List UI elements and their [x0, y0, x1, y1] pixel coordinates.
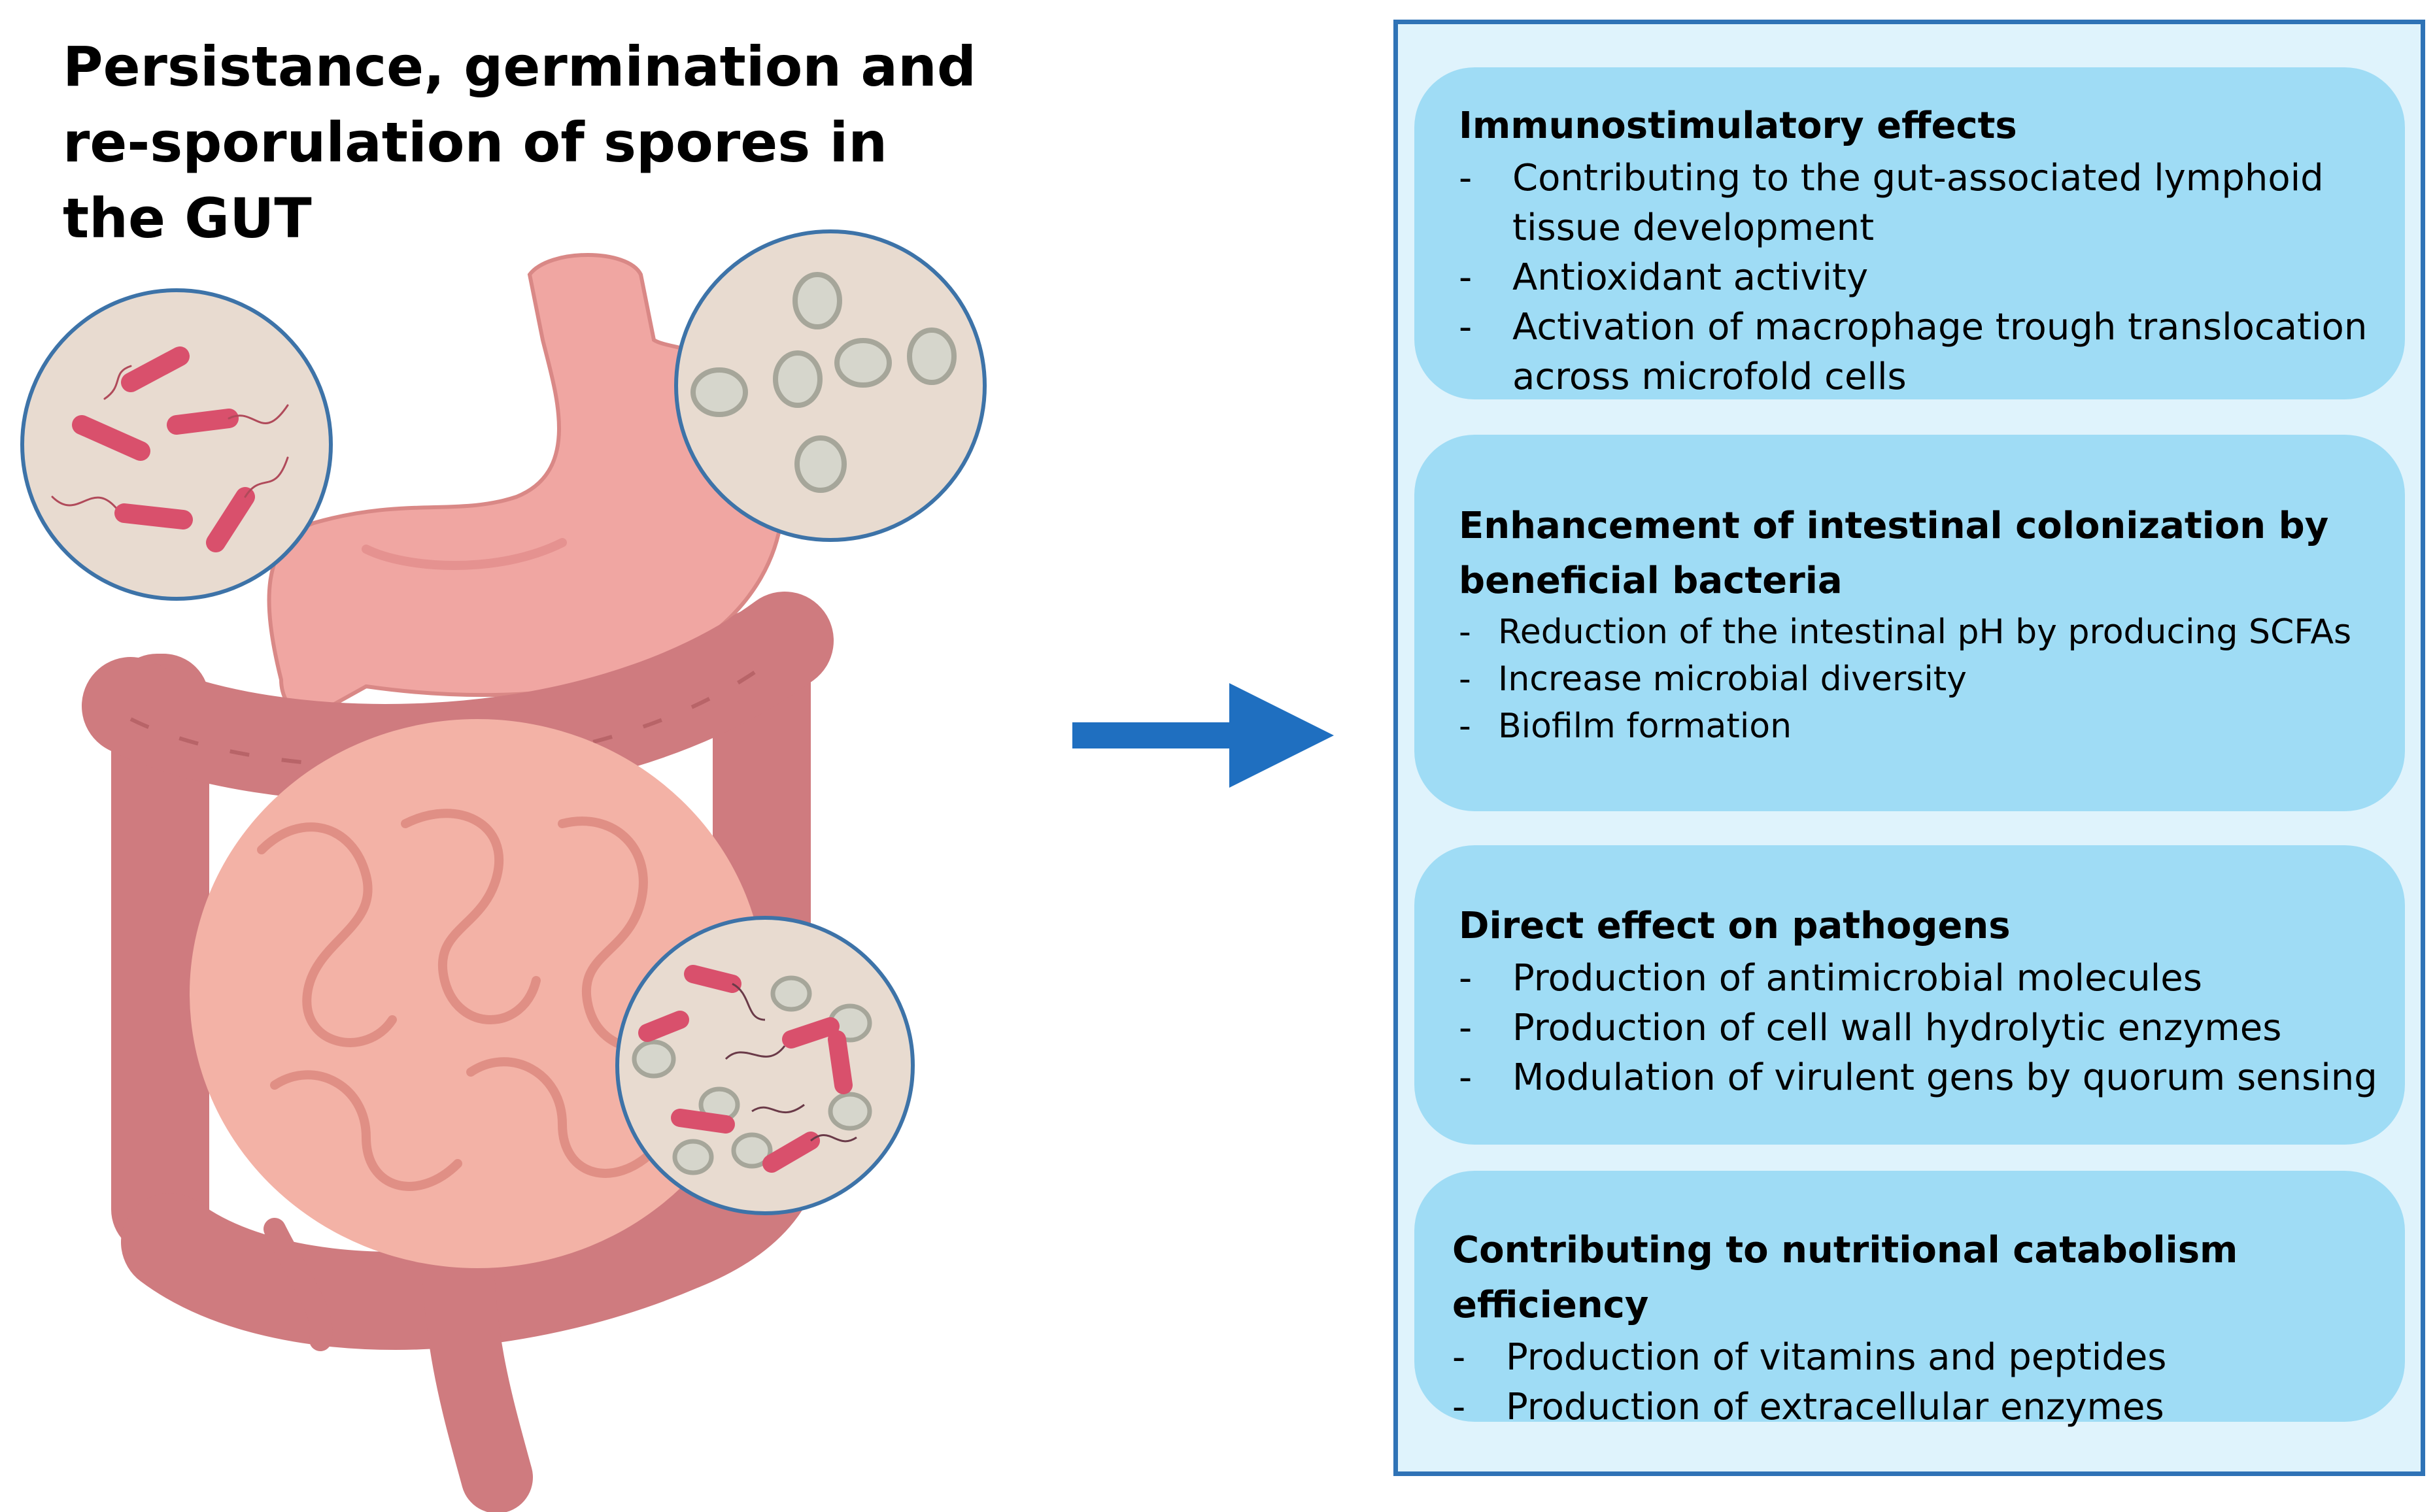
list-item: Production of vitamins and peptides [1452, 1333, 2379, 1383]
gut-illustration [20, 229, 987, 1512]
list-item: Modulation of virulent gens by quorum se… [1459, 1053, 2379, 1103]
list-item: Production of antimicrobial molecules [1459, 954, 2379, 1003]
list-item: Activation of macrophage trough transloc… [1459, 303, 2379, 402]
figure-title: Persistance, germination and re-sporulat… [63, 35, 976, 250]
card-title: Direct effect on pathogens [1459, 905, 2011, 947]
bacteria-magnified-circle [20, 288, 333, 601]
card-title: Contributing to nutritional catabolism e… [1452, 1229, 2238, 1326]
list-item: Production of cell wall hydrolytic enzym… [1459, 1003, 2379, 1053]
list-item: Biofilm formation [1459, 703, 2379, 750]
list-item: Reduction of the intestinal pH by produc… [1459, 609, 2379, 656]
card-immunostimulatory: Immunostimulatory effects Contributing t… [1414, 67, 2405, 399]
list-item: Contributing to the gut-associated lymph… [1459, 154, 2379, 253]
card-title: Enhancement of intestinal colonization b… [1459, 505, 2329, 602]
card-list: Reduction of the intestinal pH by produc… [1459, 609, 2379, 750]
list-item: Antioxidant activity [1459, 253, 2379, 303]
card-nutritional: Contributing to nutritional catabolism e… [1414, 1171, 2405, 1432]
card-colonization: Enhancement of intestinal colonization b… [1414, 435, 2405, 811]
list-item: Increase microbial diversity [1459, 656, 2379, 703]
card-pathogens: Direct effect on pathogens Production of… [1414, 845, 2405, 1145]
small-intestine [190, 719, 765, 1268]
effects-panel: Immunostimulatory effects Contributing t… [1393, 20, 2425, 1476]
card-list: Contributing to the gut-associated lymph… [1459, 154, 2379, 402]
card-list: Production of antimicrobial molecules Pr… [1459, 954, 2379, 1103]
card-list: Production of vitamins and peptides Prod… [1452, 1333, 2379, 1432]
spores-magnified-circle [674, 229, 987, 542]
mixed-magnified-circle [615, 916, 915, 1215]
list-item: Production of extracellular enzymes [1452, 1383, 2379, 1432]
arrow-right-icon [1072, 683, 1334, 788]
card-title: Immunostimulatory effects [1459, 105, 2017, 147]
